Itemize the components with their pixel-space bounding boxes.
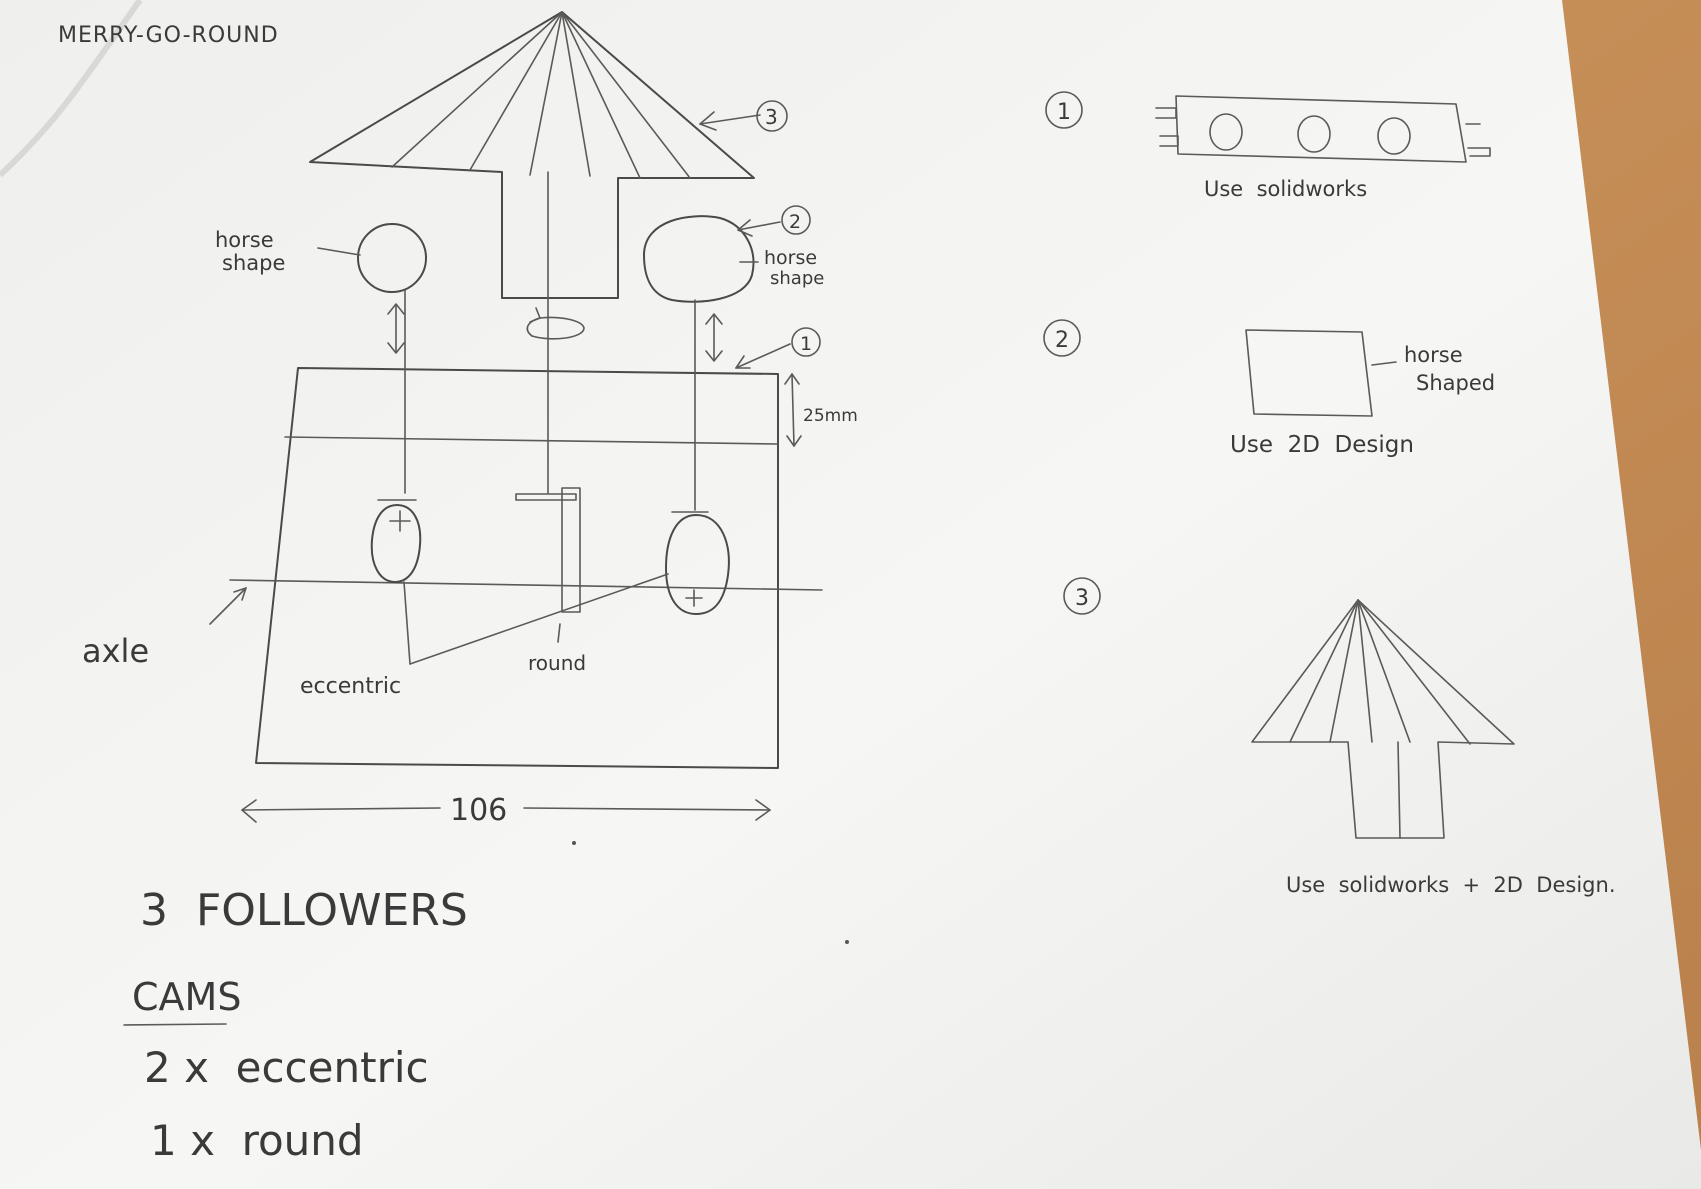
cam-round-label: round: [528, 651, 586, 675]
pencil-dot-2: [845, 940, 849, 944]
axle-label: axle: [82, 632, 149, 670]
callout-2-number: 2: [789, 211, 801, 233]
dimension-width-label: 106: [450, 793, 507, 828]
cams-heading-underline: [124, 1024, 226, 1025]
part-3-method: Use solidworks + 2D Design.: [1286, 873, 1616, 897]
horse-left-label-1: horse: [215, 228, 274, 252]
horse-right-label-2: shape: [770, 268, 824, 289]
part-1-method: Use solidworks: [1204, 177, 1367, 201]
horse-right-label-1: horse: [764, 247, 817, 269]
cam-eccentric-label: eccentric: [300, 674, 401, 699]
part-1-number: 1: [1057, 100, 1071, 125]
horse-left-label-2: shape: [222, 251, 285, 275]
followers-note: 3 FOLLOWERS: [140, 885, 468, 936]
cams-round-line: 1 x round: [150, 1116, 364, 1165]
part-2-number: 2: [1055, 328, 1069, 353]
dimension-height-label: 25mm: [803, 406, 858, 426]
callout-1-number: 1: [800, 333, 812, 355]
cams-eccentric-line: 2 x eccentric: [144, 1043, 429, 1092]
part-2-label-2: Shaped: [1416, 371, 1495, 395]
part-2-method: Use 2D Design: [1230, 432, 1414, 458]
cams-heading: CAMS: [132, 975, 241, 1019]
sheet-title: MERRY-GO-ROUND: [58, 23, 279, 48]
part-2-label-1: horse: [1404, 343, 1463, 367]
callout-3-number: 3: [765, 105, 778, 129]
pencil-dot-1: [572, 841, 576, 845]
part-3-number: 3: [1075, 586, 1089, 611]
